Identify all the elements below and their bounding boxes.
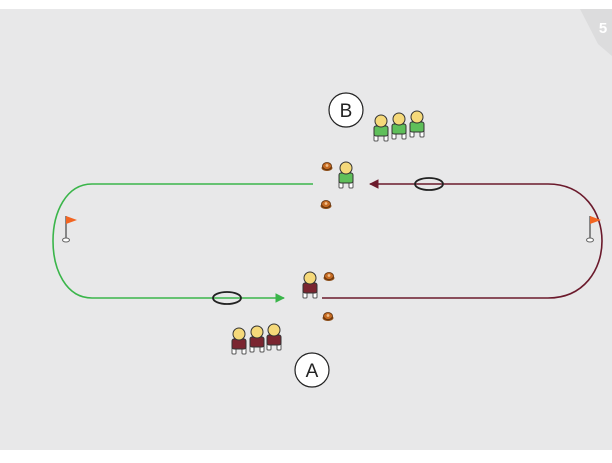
ring-icon (414, 177, 444, 191)
group-label-a: A (294, 352, 330, 388)
cone-icon (323, 272, 335, 282)
green-route (52, 183, 313, 303)
cone-icon (322, 312, 334, 322)
ring-icon (212, 291, 242, 305)
maroon-route (322, 179, 603, 299)
page-number: 5 (599, 20, 607, 37)
svg-text:A: A (306, 361, 319, 382)
cone-icon (321, 162, 333, 172)
cone-icon (320, 200, 332, 210)
svg-text:B: B (340, 101, 353, 122)
page-corner-tab (580, 9, 612, 56)
group-label-b: B (328, 92, 364, 128)
